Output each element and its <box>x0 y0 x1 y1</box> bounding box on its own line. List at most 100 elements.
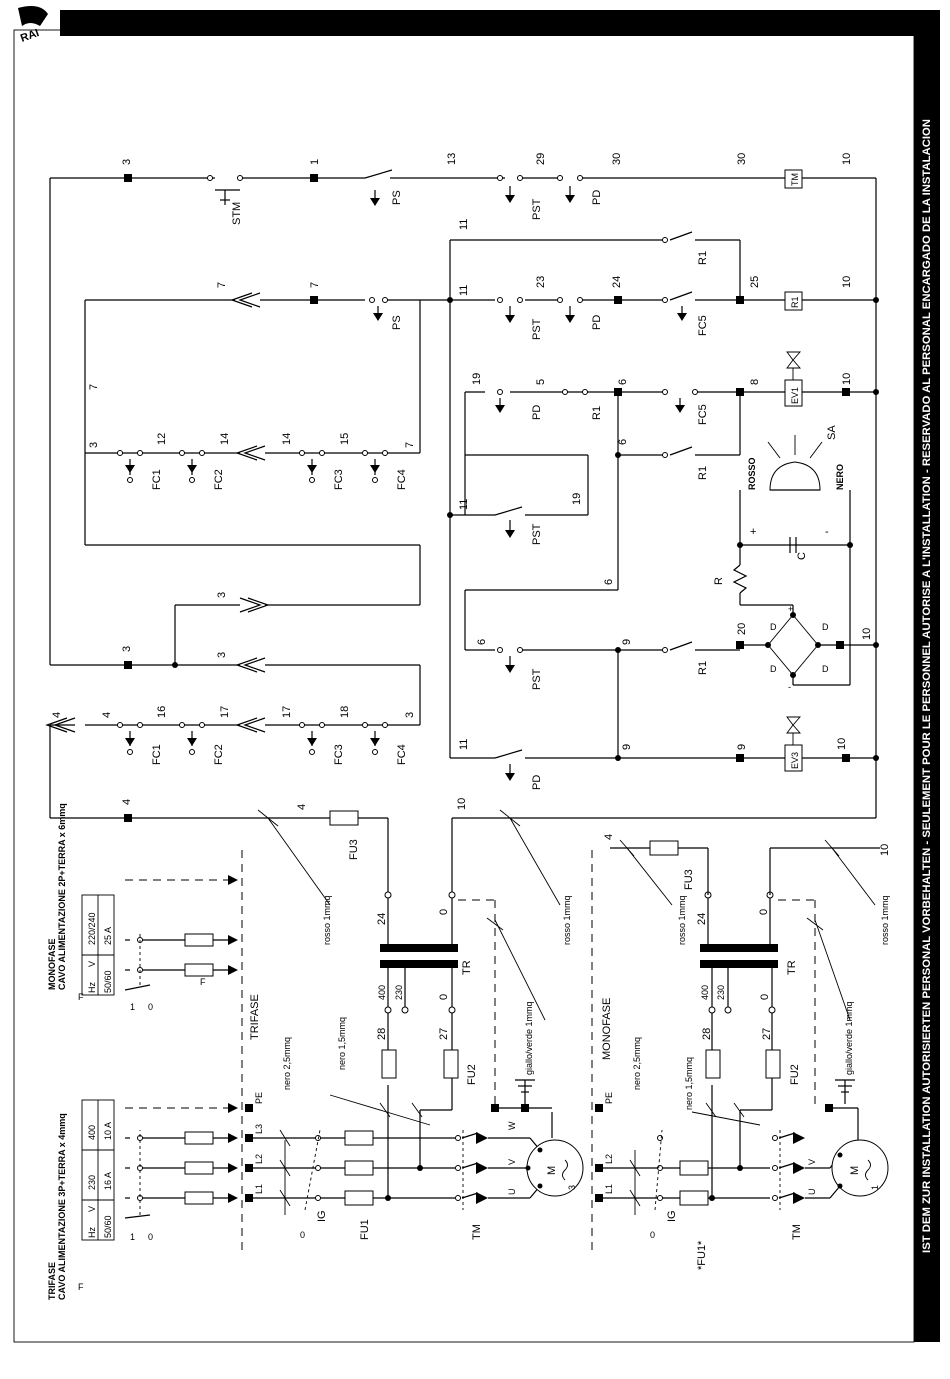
table-cell: 230 <box>87 1175 97 1190</box>
diode-label: D <box>770 622 777 632</box>
fc2-label: FC2 <box>213 744 225 765</box>
wire-label: 400 <box>700 985 710 1000</box>
fc3-label: FC3 <box>333 469 345 490</box>
wire-label: 4 <box>51 712 63 718</box>
tm-contactor-monofase: TM V U <box>772 1130 817 1240</box>
trifase-title: TRIFASE <box>47 1262 57 1300</box>
ps-label: PS <box>391 315 403 330</box>
pd-switch-4: PD <box>494 749 543 790</box>
wire-spec-label: nero 1,5mmq <box>684 1057 694 1110</box>
wire-label: 6 <box>617 379 629 385</box>
motor-label: M <box>849 1166 861 1175</box>
wire-label: 6 <box>617 439 629 445</box>
switch-label: 0 <box>148 1002 153 1012</box>
wire-label: 11 <box>458 499 470 510</box>
pst-label: PST <box>531 318 543 340</box>
fc5-switch-2: FC5 <box>662 389 709 425</box>
ev3-label: EV3 <box>790 752 800 769</box>
wire-label: 6 <box>476 639 488 645</box>
pd-switch-3: PD <box>495 389 543 420</box>
table-cell: Hz <box>87 1227 97 1238</box>
r1-coil: R1 <box>784 291 803 311</box>
wire-label: 10 <box>841 373 853 385</box>
wire-label: 12 <box>156 433 168 445</box>
r1-coil-label: R1 <box>790 296 800 308</box>
diode-label: D <box>822 664 829 674</box>
wire-label: 3 <box>88 442 100 448</box>
switch-label: 0 <box>148 1232 153 1242</box>
wire-label: 30 <box>611 153 623 165</box>
l2-label: L2 <box>604 1154 614 1164</box>
wire-spec-label: nero 1,5mmq <box>337 1017 347 1070</box>
fc1-label: FC1 <box>151 469 163 490</box>
transformer-trifase: 24 0 400 230 0 TR <box>376 891 473 1014</box>
wire-label: 15 <box>339 433 351 445</box>
nero-label: NERO <box>835 464 845 490</box>
pst-switch-3: PST <box>494 506 543 545</box>
pd-label: PD <box>531 775 543 790</box>
capacitor-label: C <box>796 552 808 560</box>
wire-label: 27 <box>761 1028 773 1040</box>
trifase-disconnect: 1 0 <box>124 1130 238 1242</box>
monofase-cable: CAVO ALIMENTAZIONE 2P+TERRA x 6mmq <box>57 803 67 990</box>
fc1-label: FC1 <box>151 744 163 765</box>
pd-label: PD <box>531 405 543 420</box>
fc5-label: FC5 <box>697 404 709 425</box>
wire-spec-label: rosso 1mmq <box>677 895 687 945</box>
wire-label: 18 <box>339 706 351 718</box>
fc2-label: FC2 <box>213 469 225 490</box>
wire-label: 230 <box>716 985 726 1000</box>
pst-switch: PST <box>497 175 543 220</box>
fc4-label: FC4 <box>396 744 408 765</box>
diode-bridge: D D D D + - <box>765 604 829 692</box>
l1-label: L1 <box>254 1184 264 1194</box>
fu3-label: FU3 <box>683 869 695 890</box>
u-label: U <box>807 1189 817 1196</box>
wire-spec-label: nero 2,5mmq <box>282 1037 292 1090</box>
l2-label: L2 <box>254 1154 264 1164</box>
trifase-header: TRIFASE CAVO ALIMENTAZIONE 3P+TERRA x 4m… <box>47 1099 115 1300</box>
wire-label: 4 <box>603 834 615 840</box>
resistor-label: R <box>713 577 725 585</box>
switch-label: 0 <box>650 1230 655 1240</box>
table-cell: V <box>87 961 97 967</box>
wire-label: 24 <box>376 913 388 925</box>
fc4-label: FC4 <box>396 469 408 490</box>
wire-label: 8 <box>749 379 761 385</box>
monofase-title: MONOFASE <box>47 938 57 990</box>
wire-label: 3 <box>216 592 228 598</box>
pe-label: PE <box>254 1092 264 1104</box>
wire-label: 29 <box>535 153 547 165</box>
fc4-switch: FC4 <box>362 450 408 490</box>
warning-sidebar <box>914 30 940 1342</box>
wire-label: 11 <box>458 219 470 230</box>
wire-label: 0 <box>438 994 450 1000</box>
l1-label: L1 <box>604 1184 614 1194</box>
fc1-switch: FC1 <box>117 450 163 490</box>
fc4-switch-2: FC4 <box>362 722 408 765</box>
tm-coil: TM <box>784 169 803 189</box>
wire-label: 3 <box>216 652 228 658</box>
fu2-label: FU2 <box>789 1064 801 1085</box>
wire-label: 10 <box>861 628 873 640</box>
table-cell: 50/60 <box>103 1215 113 1238</box>
ig-label: IG <box>666 1210 678 1222</box>
wire-spec-label: giallo/verde 1mmq <box>524 1001 534 1075</box>
f-label: F <box>200 977 206 987</box>
diode-label: D <box>822 622 829 632</box>
sa-lamp: SA ROSSO NERO <box>747 425 845 491</box>
pd-switch: PD <box>557 175 603 205</box>
wire-label: 4 <box>101 712 113 718</box>
fu1-star-label: *FU1* <box>696 1240 708 1270</box>
wire-spec-label: giallo/verde 1mmq <box>844 1001 854 1075</box>
table-cell: Hz <box>87 982 97 993</box>
fu3-label: FU3 <box>348 839 360 860</box>
motor-3phase: M 3 <box>525 1139 584 1197</box>
tm-coil-label: TM <box>790 173 800 186</box>
wire-label: 19 <box>571 493 583 505</box>
wire-label: 10 <box>841 276 853 288</box>
v-label: V <box>507 1159 517 1165</box>
fu2-label: FU2 <box>466 1064 478 1085</box>
table-cell: 10 A <box>103 1122 113 1140</box>
